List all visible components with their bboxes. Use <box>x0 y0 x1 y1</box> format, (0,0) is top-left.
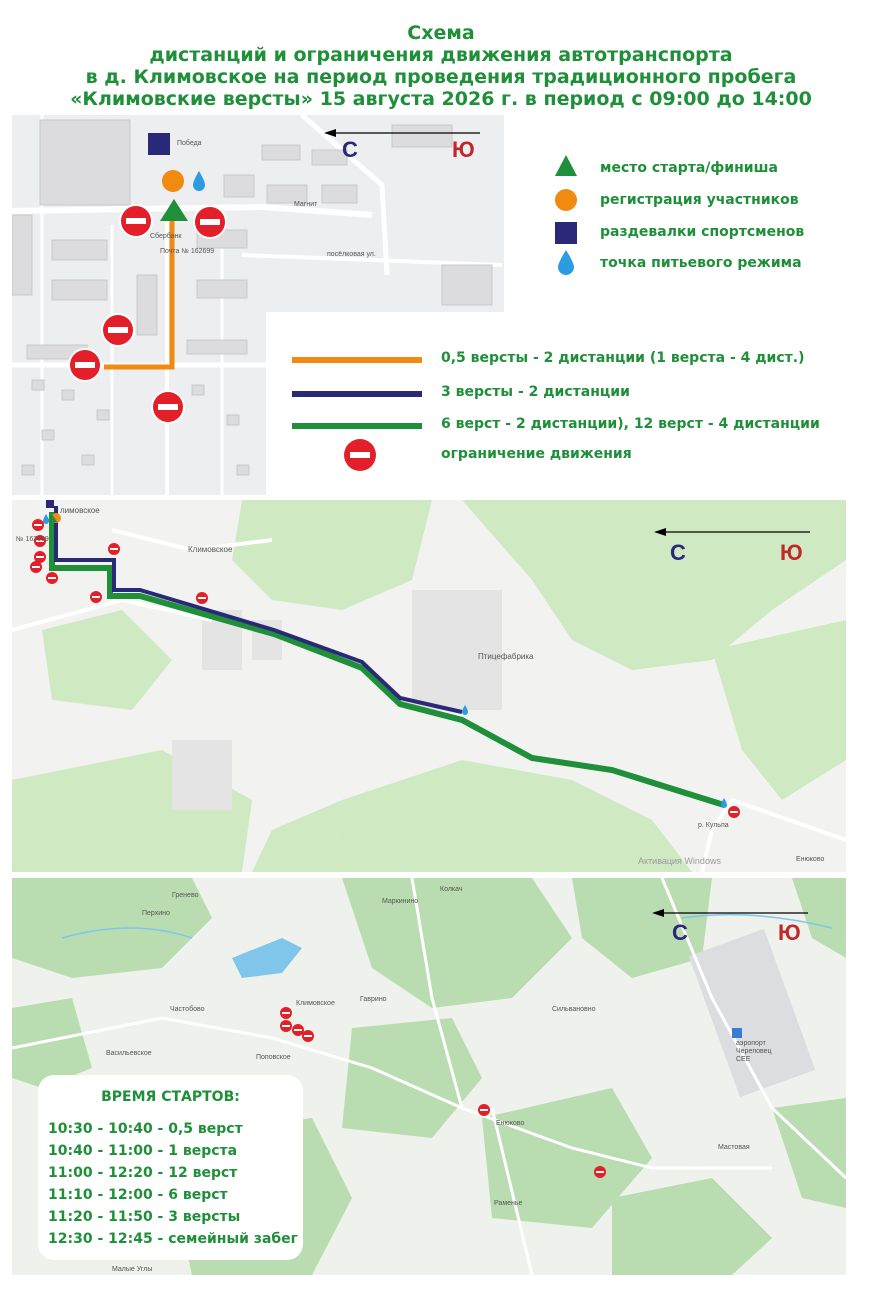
label-grenevo: Гренево <box>172 892 199 899</box>
label-airport-2: Череповец <box>736 1048 772 1055</box>
label-klim: Климовское <box>296 1000 335 1007</box>
start-row: 10:30 - 10:40 - 0,5 верст <box>48 1121 243 1137</box>
label-enkovo3: Енюково <box>496 1120 525 1127</box>
legend-no-entry-icon <box>344 439 376 471</box>
legend-drop-icon <box>558 250 574 275</box>
label-magnit: Магнит <box>294 201 318 208</box>
start-finish-triangle <box>160 199 188 221</box>
label-chastovo: Частобово <box>170 1006 205 1013</box>
legend-triangle-icon <box>555 155 577 176</box>
start-times-panel: ВРЕМЯ СТАРТОВ: 10:30 - 10:40 - 0,5 верст… <box>38 1075 303 1260</box>
label-sberbank: Сбербанк <box>150 233 182 240</box>
start-row: 10:40 - 11:00 - 1 верста <box>48 1143 238 1159</box>
route-overview-map[interactable]: С Ю лимовское Климовское № 162699 Птицеф… <box>12 500 846 872</box>
water-drop <box>193 171 205 191</box>
airport-icon <box>732 1028 742 1038</box>
compass3-south: Ю <box>778 920 801 945</box>
route-map-svg <box>12 500 846 872</box>
start-row: 11:00 - 12:20 - 12 верст <box>48 1165 238 1181</box>
village-detail-map[interactable]: С Ю Победа Магнит Сбербанк Почта № 16269… <box>12 115 504 495</box>
label-polovskoe: Поповское <box>256 1054 291 1061</box>
legend-changing-label: раздевалки спортсменов <box>600 224 805 240</box>
windows-watermark: Активация Windows <box>638 856 721 866</box>
village-map-svg <box>12 115 503 495</box>
changing-room-square <box>148 133 170 155</box>
title-line-1: Схема <box>407 22 475 44</box>
label-kolkach: Колкач <box>440 886 463 893</box>
route-no-entry-signs <box>30 519 740 818</box>
label-perkhino: Перхино <box>142 910 170 917</box>
label-airport-3: CEE <box>736 1056 751 1063</box>
label-markovo: Маркинино <box>382 898 419 905</box>
no-entry-signs <box>68 204 227 424</box>
legend-start-label: место старта/финиша <box>600 160 778 176</box>
compass-north: С <box>342 137 358 162</box>
compass3-north: С <box>672 920 688 945</box>
label-post2: № 162699 <box>16 536 49 543</box>
label-gavrino: Гаврино <box>360 996 387 1003</box>
legend-registration-label: регистрация участников <box>600 192 799 208</box>
label-poultry: Птицефабрика <box>478 652 534 661</box>
title-line-4: «Климовские версты» 15 августа 2026 г. в… <box>70 88 812 110</box>
start-times-title: ВРЕМЯ СТАРТОВ: <box>101 1089 240 1105</box>
blue-route <box>54 506 463 714</box>
region-no-entry-signs <box>280 1007 606 1178</box>
green-route <box>49 512 725 808</box>
legend-water-label: точка питьевого режима <box>600 255 802 271</box>
label-malye: Малые Углы <box>112 1266 153 1273</box>
label-klimovskoe: Климовское <box>188 545 233 554</box>
label-pobeda: Победа <box>177 140 202 147</box>
start-row: 11:10 - 12:00 - 6 верст <box>48 1187 228 1203</box>
compass2-north: С <box>670 540 686 565</box>
start-row: 11:20 - 11:50 - 3 версты <box>48 1209 241 1225</box>
label-klimovskoe-top: лимовское <box>60 506 100 515</box>
legend-restriction: ограничение движения <box>441 446 632 462</box>
title-line-2: дистанций и ограничения движения автотра… <box>149 44 733 66</box>
compass-south: Ю <box>452 137 475 162</box>
lake <box>232 938 302 978</box>
label-silivanovo: Сильвановно <box>552 1006 596 1013</box>
title-line-3: в д. Климовское на период проведения тра… <box>85 66 797 88</box>
region-map-svg <box>12 878 846 1275</box>
legend-route-6-12: 6 верст - 2 дистанции), 12 верст - 4 дис… <box>441 416 820 432</box>
legend-square-icon <box>555 222 577 244</box>
page-title: Схема дистанций и ограничения движения а… <box>0 22 882 110</box>
registration-circle <box>162 170 184 192</box>
legend-routes: 0,5 версты - 2 дистанции (1 верста - 4 д… <box>266 312 866 497</box>
compass2-south: Ю <box>780 540 803 565</box>
start-row: 12:30 - 12:45 - семейный забег <box>48 1231 298 1247</box>
label-post: Почта № 162699 <box>160 248 215 255</box>
legend-route-3: 3 версты - 2 дистанции <box>441 384 630 400</box>
label-street: посёлковая ул. <box>327 251 376 258</box>
label-enkovo: Енюково <box>796 856 825 863</box>
label-river: р. Кульпа <box>698 822 729 829</box>
label-mastovaya: Мастовая <box>718 1144 750 1151</box>
label-airport-1: аэропорт <box>736 1040 766 1047</box>
legend-circle-icon <box>555 189 577 211</box>
label-ramenie: Раменье <box>494 1200 523 1207</box>
legend-route-05: 0,5 версты - 2 дистанции (1 верста - 4 д… <box>441 350 805 366</box>
label-vasilevskoe: Васильевское <box>106 1050 152 1057</box>
